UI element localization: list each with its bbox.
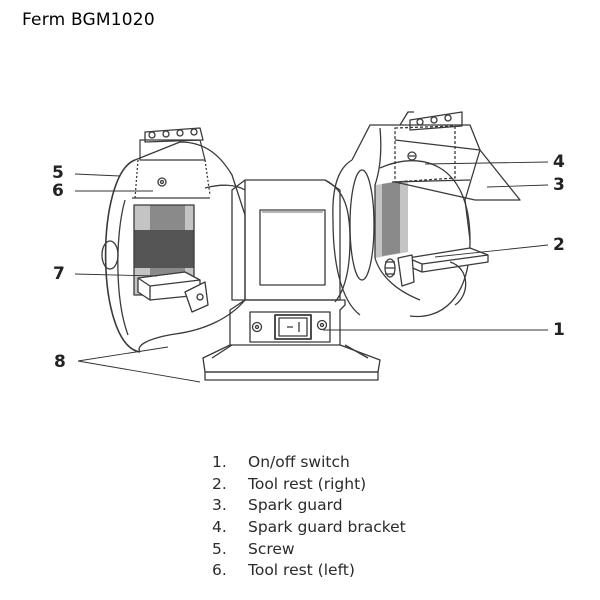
callout-2: 2	[553, 235, 565, 255]
legend-number: 5.	[212, 539, 227, 558]
legend-item: 5. Screw	[212, 539, 406, 561]
legend-number: 4.	[212, 518, 227, 537]
callout-4: 4	[553, 152, 565, 172]
legend-number: 3.	[212, 496, 227, 515]
legend-item: 2. Tool rest (right)	[212, 474, 406, 496]
right-wheel-guard	[351, 111, 481, 301]
legend-number: 6.	[212, 561, 227, 580]
left-grinding-wheel	[101, 159, 141, 353]
callout-7: 7	[53, 264, 65, 284]
tool-rest-right	[384, 247, 489, 306]
tool-rest-left	[137, 271, 209, 313]
parts-legend: 1. On/off switch 2. Tool rest (right) 3. Sp…	[212, 452, 406, 582]
legend-item: 3. Spark guard	[212, 495, 406, 517]
callout-8: 8	[54, 352, 66, 372]
spark-guard	[391, 139, 521, 201]
motor-housing	[204, 179, 351, 303]
legend-item: 4. Spark guard bracket	[212, 517, 406, 539]
legend-label: Screw	[248, 539, 295, 558]
legend-item: 1. On/off switch	[212, 452, 406, 474]
legend-label: Spark guard	[248, 496, 343, 515]
callout-6: 6	[52, 181, 64, 201]
page-title: Ferm BGM1020	[22, 10, 155, 30]
callout-5: 5	[52, 163, 64, 183]
left-wheel-guard	[132, 127, 246, 353]
right-wheel-face	[375, 180, 408, 258]
spark-guard-bracket	[394, 125, 456, 183]
grinder-base	[202, 299, 381, 381]
legend-label: Spark guard bracket	[248, 518, 406, 537]
legend-label: Tool rest (right)	[248, 474, 367, 493]
legend-label: On/off switch	[248, 453, 350, 471]
legend-number: 2.	[212, 474, 227, 493]
on-off-switch	[249, 311, 331, 343]
legend-label: Tool rest (left)	[248, 561, 355, 580]
callout-1: 1	[553, 320, 565, 340]
callout-3: 3	[553, 175, 565, 195]
legend-number: 1.	[212, 453, 227, 471]
legend-item: 6. Tool rest (left)	[212, 560, 406, 582]
leader-lines	[74, 161, 549, 383]
